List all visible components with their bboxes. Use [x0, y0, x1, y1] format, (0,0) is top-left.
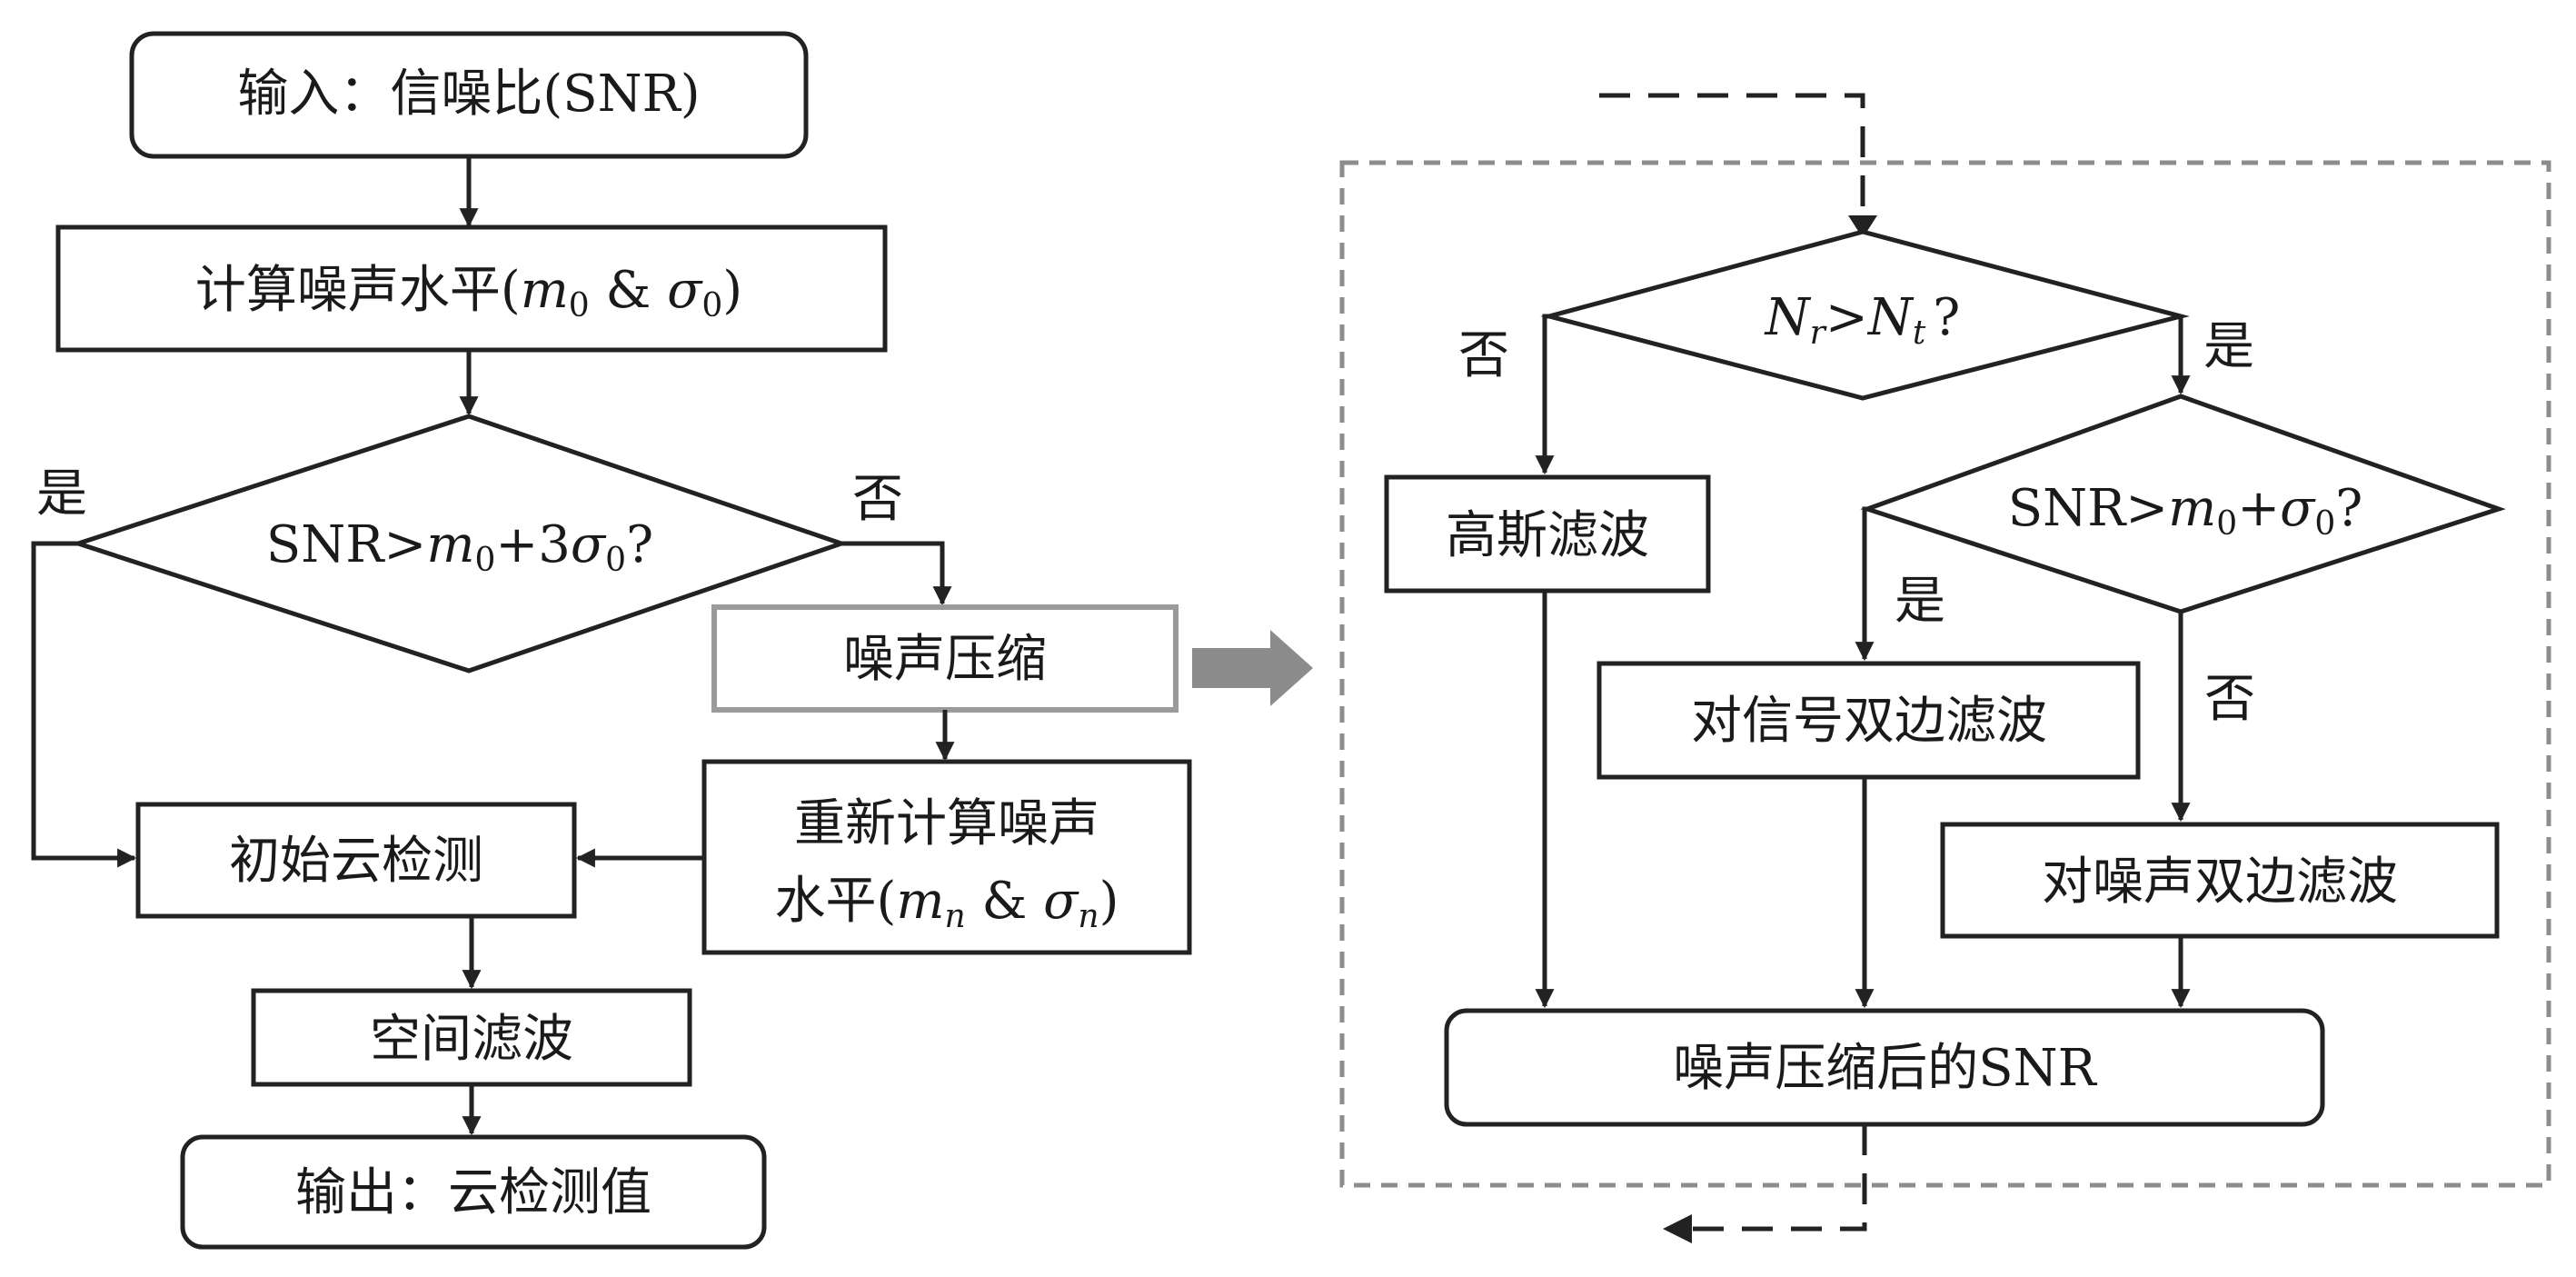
arrow-no-to-compress [841, 541, 952, 606]
noise-compress-label: 噪声压缩 [843, 630, 1047, 689]
arrow-no-to-gaussian [1535, 314, 1555, 475]
recalc-noise-label-line1: 重新计算噪声 [794, 794, 1099, 853]
calc-noise-node: 计算噪声水平(m0 & σ0) [55, 224, 888, 353]
calc-noise-label: 计算噪声水平(m0 & σ0) [195, 261, 742, 324]
dashed-arrow-out [1690, 1124, 1867, 1232]
compressed-snr-node: 噪声压缩后的SNR [1444, 1008, 2325, 1127]
compressed-snr-label: 噪声压缩后的SNR [1673, 1039, 2097, 1098]
arrow-yes-to-initial-detect [31, 541, 137, 868]
no-label-left: 否 [852, 470, 903, 529]
spatial-filter-label: 空间滤波 [370, 1010, 573, 1069]
initial-detect-label: 初始云检测 [229, 832, 483, 891]
gaussian-filter-label: 高斯滤波 [1446, 506, 1649, 565]
input-node: 输入：信噪比(SNR) [129, 31, 809, 159]
no-label-right-2: 否 [2204, 670, 2255, 729]
initial-detect-node: 初始云检测 [135, 802, 577, 919]
arrow-yes-to-bilateral-signal [1855, 506, 1875, 662]
bilateral-noise-node: 对噪声双边滤波 [1940, 822, 2500, 939]
recalc-noise-node: 重新计算噪声 水平(mn & σn) [701, 759, 1192, 955]
expanded-detail-frame [1339, 160, 2551, 1188]
dashed-arrow-in [1599, 93, 1865, 218]
expand-arrow-icon [1192, 630, 1313, 706]
nr-nt-decision-label: Nr>Nt? [1764, 288, 1961, 352]
yes-label-right-1: 是 [2203, 317, 2254, 376]
nr-nt-decision-node: Nr>Nt? [1540, 229, 2190, 401]
bilateral-signal-node: 对信号双边滤波 [1596, 661, 2141, 780]
dashed-arrow-out-head [1663, 1214, 1692, 1243]
yes-label-right-2: 是 [1895, 572, 1945, 631]
input-node-label: 输入：信噪比(SNR) [237, 65, 700, 124]
spatial-filter-node: 空间滤波 [251, 988, 692, 1087]
yes-label-left: 是 [36, 464, 87, 524]
bilateral-noise-label: 对噪声双边滤波 [2042, 853, 2398, 912]
output-label: 输出：云检测值 [295, 1163, 651, 1222]
snr-decision2-label: SNR>m0+σ0? [2008, 479, 2363, 543]
snr-decision-node: SNR>m0+3σ0? [70, 414, 849, 673]
snr-decision2-node: SNR>m0+σ0? [1860, 394, 2506, 614]
recalc-noise-label-line2: 水平(mn & σn) [775, 872, 1119, 935]
bilateral-signal-label: 对信号双边滤波 [1691, 692, 2047, 751]
output-node: 输出：云检测值 [180, 1134, 767, 1250]
gaussian-filter-node: 高斯滤波 [1384, 474, 1711, 594]
snr-decision-label: SNR>m0+3σ0? [266, 515, 653, 579]
dashed-arrow-in-head [1848, 215, 1877, 238]
noise-compress-node: 噪声压缩 [711, 604, 1179, 713]
no-label-right-1: 否 [1458, 326, 1509, 385]
